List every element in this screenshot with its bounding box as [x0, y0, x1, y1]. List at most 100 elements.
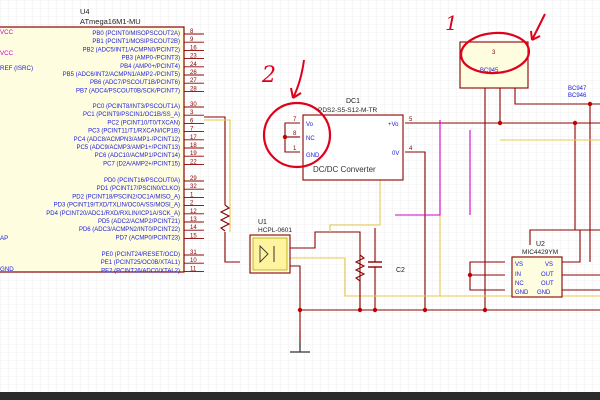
- transistor-bc945[interactable]: BC945 3: [459, 41, 529, 89]
- annotation-2-arrow: [290, 59, 305, 99]
- resistor-middle: [354, 254, 366, 310]
- u4-pin-label: PE2 (PCINT26/ADC0/XTAL2): [101, 268, 180, 274]
- u4-pin-number: 14: [190, 225, 197, 231]
- u2-right-out1: OUT: [541, 272, 554, 278]
- u4-pin-label: PC2 (PCINT10/T0/TXCAN): [107, 120, 180, 126]
- annotation-2: 2: [261, 59, 332, 169]
- u4-part: ATmega16M1-MU: [80, 17, 141, 26]
- u4-pin-label: PC6 (ADC10/ACMP1/PCINT14): [95, 153, 180, 159]
- u1-part: HCPL-0601: [258, 227, 292, 234]
- bc945-label: BC945: [480, 68, 499, 74]
- u4-pin-number: 6: [190, 118, 194, 124]
- u4-pin-label: PD7 (ACMP0/PCINT23): [116, 235, 180, 241]
- dc1-body-label: DC/DC Converter: [313, 165, 376, 174]
- u2-body: [511, 256, 563, 298]
- u4-pin-number: 2: [190, 201, 194, 207]
- u4-pin-number: 13: [190, 217, 197, 223]
- u4-left-label-ap: AP: [0, 235, 8, 242]
- u1-led-symbol: [259, 244, 269, 264]
- dc1-converter[interactable]: DC1 PDS2-S5-S12-M-TR DC/DC Converter Vo …: [293, 98, 413, 181]
- u4-pin-number: 1: [190, 192, 194, 198]
- u2-right-out2: OUT: [541, 281, 554, 287]
- u4-ref: U4: [80, 7, 90, 16]
- u4-pin-number: 31: [190, 250, 197, 256]
- capacitor-c2[interactable]: C2: [368, 261, 405, 284]
- u4-pin-label: PE0 (PCINT24/RESET/OCD): [102, 252, 180, 258]
- u4-pin-label: PE1 (PCINT25/OC0B/XTAL1): [101, 260, 180, 266]
- dc1-pin-gnd-label: GND: [306, 153, 320, 159]
- annotation-2-number: 2: [261, 63, 276, 88]
- u4-left-label-vcc2: VCC: [0, 50, 14, 57]
- c2-ref: C2: [396, 267, 405, 274]
- u4-body: [0, 26, 185, 273]
- u4-pin-label: PC7 (D2A/AMP2+/PCINT15): [103, 161, 180, 167]
- u4-pin-number: 27: [190, 78, 197, 84]
- u2-left-nc: NC: [515, 281, 524, 287]
- u4-pin-number: 15: [190, 233, 197, 239]
- u1-optocoupler[interactable]: U1 HCPL-0601: [249, 219, 292, 274]
- u2-left-in: IN: [515, 272, 521, 278]
- u4-pin-number: 9: [190, 37, 194, 43]
- u4-pin-number: 12: [190, 209, 197, 215]
- bc946-label: BC946: [568, 93, 587, 99]
- u4-pin-number: 32: [190, 184, 197, 190]
- dc1-pin-vo-num: 7: [293, 117, 297, 123]
- u4-pin-number: 17: [190, 135, 197, 141]
- u4-pin-label: PD4 (PCINT20/ADC1/RXD/RXLIN/ICP1A/SCK_A): [46, 211, 180, 217]
- u4-left-label-ref: REF (ISRC): [0, 65, 33, 72]
- u4-pin-label: PD0 (PCINT16/PSCOUT0A): [104, 178, 180, 184]
- u4-microcontroller[interactable]: U4 ATmega16M1-MU VCC VCC REF (ISRC) AP G…: [0, 7, 204, 274]
- ground-symbol: [290, 342, 310, 353]
- resistor-left: [219, 204, 231, 232]
- wires: [204, 60, 600, 350]
- transistor-bc947[interactable]: BC947 BC946: [568, 86, 587, 99]
- u2-left-vs: VS: [515, 262, 523, 268]
- dc1-pin-0v-label: 0V: [392, 151, 399, 157]
- u2-right-vs: VS: [545, 262, 553, 268]
- u4-pin-number: 22: [190, 159, 197, 165]
- u4-pin-label: PD5 (ADC2/ACMP2/PCINT21): [98, 219, 180, 225]
- annotation-1: 1: [445, 11, 546, 75]
- u4-left-label-gnd: GND: [0, 266, 14, 273]
- dc1-part: PDS2-S5-S12-M-TR: [318, 107, 378, 114]
- u4-pin-label: PD1 (PCINT17/PSCIN0/CLKO): [97, 186, 180, 192]
- u4-pin-label: PB6 (ADC7/PSCOUT1B/PCINT6): [90, 80, 180, 86]
- u4-pin-label: PC1 (PCINT9/PSCIN1/OC1B/SS_A): [83, 112, 180, 118]
- u4-pin-number: 18: [190, 143, 197, 149]
- u4-pin-number: 30: [190, 102, 197, 108]
- u4-pin-number: 8: [190, 29, 194, 35]
- annotation-1-arrow: [530, 13, 546, 41]
- u4-pin-label: PD2 (PCINT18/PSCIN2/OC1A/MISO_A): [72, 194, 180, 200]
- u4-pin-label: PC0 (PCINT8/INT3/PSCOUT1A): [93, 104, 180, 110]
- annotation-1-circle: [459, 31, 531, 75]
- u4-pin-label: PC4 (ADC8/ACMPN3/AMP1-/PCINT12): [74, 137, 180, 143]
- u4-pin-number: 10: [190, 258, 197, 264]
- magenta-wires: [395, 120, 471, 216]
- junction-dots: [282, 101, 593, 313]
- u4-pin-number: 28: [190, 86, 197, 92]
- u4-pin-number: 7: [190, 127, 194, 133]
- dc1-body: [302, 114, 404, 181]
- u2-right-gnd: GND: [537, 290, 551, 296]
- dc1-pin-0v-num: 4: [409, 146, 413, 152]
- u4-pin-label: PB5 (ADC6/INT2/ACMPN1/AMP2-/PCINT5): [63, 72, 180, 78]
- bc945-body: [459, 41, 529, 89]
- u2-left-gnd: GND: [515, 290, 529, 296]
- u4-pin-number: 16: [190, 45, 197, 51]
- u4-pin-label: PD6 (ADC3/ACMPN2/INT0/PCINT22): [79, 227, 180, 233]
- u4-pin-label: PB1 (PCINT1/MOSIPSCOUT2B): [92, 39, 180, 45]
- u2-part: MIC4429YM: [522, 249, 558, 256]
- u4-pin-number: 19: [190, 151, 197, 157]
- dc1-ref: DC1: [346, 98, 360, 105]
- u4-pin-label: PB0 (PCINT0/MISOPSCOUT2A): [92, 31, 180, 37]
- u4-pin-label: PB2 (ADC5/INT1/ACMPN0/PCINT2): [83, 47, 180, 53]
- dc1-pin-nc-label: NC: [306, 136, 315, 142]
- u4-pin-number: 11: [190, 266, 197, 272]
- u2-driver[interactable]: U2 MIC4429YM VS IN NC GND VS OUT OUT GND: [511, 241, 563, 298]
- bc947-label: BC947: [568, 86, 587, 92]
- u2-ref: U2: [536, 241, 545, 248]
- dc1-pin-plusvo-num: 5: [409, 117, 413, 123]
